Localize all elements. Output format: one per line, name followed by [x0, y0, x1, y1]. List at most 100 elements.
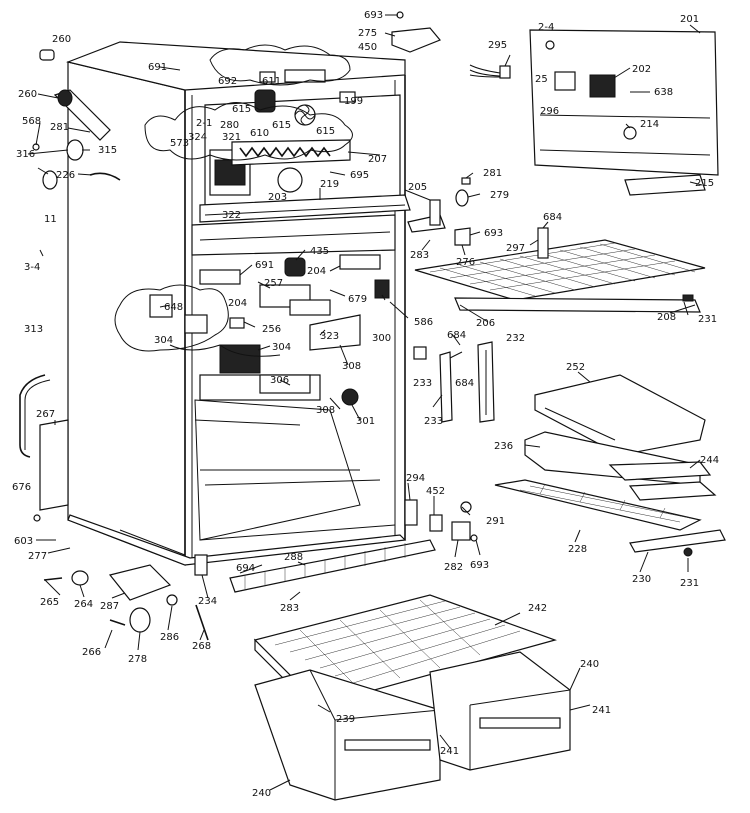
- part-label: 286: [160, 632, 179, 643]
- part-label: 693: [364, 10, 383, 21]
- clip-215: [624, 174, 706, 196]
- part-label: 215: [695, 178, 714, 189]
- part-label: 693: [470, 560, 489, 571]
- part-number-labels: 693 275 450 260 691 692 611 199 260 615 …: [12, 10, 719, 799]
- fan-blade-icon: [294, 104, 316, 126]
- part-label: 297: [506, 243, 525, 254]
- part-label: 603: [14, 536, 33, 547]
- part-label: 301: [356, 416, 375, 427]
- part-label: 296: [540, 106, 559, 117]
- part-label: 208: [657, 312, 676, 323]
- part-label: 206: [476, 318, 495, 329]
- crisper-drawer-right-240: [429, 651, 571, 771]
- hinge-bottom-294: [404, 499, 478, 542]
- shelf-244: [608, 461, 717, 501]
- part-label: 321: [222, 132, 241, 143]
- cold-control-assembly: [114, 254, 390, 406]
- part-label: 228: [568, 544, 587, 555]
- part-label: 638: [654, 87, 673, 98]
- cabinet-shell: [65, 41, 407, 566]
- part-label: 233: [424, 416, 443, 427]
- part-label: 450: [358, 42, 377, 53]
- part-label: 694: [236, 563, 255, 574]
- part-label: 295: [488, 40, 507, 51]
- part-label: 268: [192, 641, 211, 652]
- part-label: 306: [270, 375, 289, 386]
- part-label: 281: [483, 168, 502, 179]
- part-label: 252: [566, 362, 585, 373]
- part-label: 231: [698, 314, 717, 325]
- part-label: 287: [100, 601, 119, 612]
- part-label: 199: [344, 96, 363, 107]
- part-label: 25: [535, 74, 548, 85]
- part-label: 615: [272, 120, 291, 131]
- rack-232: [477, 341, 495, 423]
- part-label: 283: [280, 603, 299, 614]
- part-label: 300: [372, 333, 391, 344]
- part-label: 2-1: [196, 118, 212, 129]
- part-label: 207: [368, 154, 387, 165]
- part-label: 11: [44, 214, 57, 225]
- part-label: 256: [262, 324, 281, 335]
- part-label: 322: [222, 210, 241, 221]
- part-label: 205: [408, 182, 427, 193]
- part-label: 260: [18, 89, 37, 100]
- part-label: 615: [316, 126, 335, 137]
- part-label: 241: [440, 746, 459, 757]
- part-label: 234: [198, 596, 217, 607]
- part-label: 3-4: [24, 262, 40, 273]
- side-panel-267: [33, 419, 69, 522]
- part-label: 242: [528, 603, 547, 614]
- part-label: 280: [220, 120, 239, 131]
- part-label: 568: [22, 116, 41, 127]
- part-label: 288: [284, 552, 303, 563]
- wire-harness-295: [469, 64, 511, 79]
- drain-tube-313: [19, 249, 51, 458]
- part-label: 316: [16, 149, 35, 160]
- hinge-pin-260: [39, 49, 111, 141]
- part-label: 684: [447, 330, 466, 341]
- part-label: 324: [188, 132, 207, 143]
- part-label: 2-4: [538, 22, 554, 33]
- part-label: 294: [406, 473, 425, 484]
- meat-pan-252: [534, 374, 706, 456]
- rack-233: [413, 346, 453, 423]
- part-label: 241: [592, 705, 611, 716]
- part-label: 204: [307, 266, 326, 277]
- part-label: 244: [700, 455, 719, 466]
- part-label: 231: [680, 578, 699, 589]
- part-label: 586: [414, 317, 433, 328]
- part-label: 277: [28, 551, 47, 562]
- leveling-assembly: [43, 554, 209, 641]
- part-label: 239: [336, 714, 355, 725]
- glass-shelf-228: [494, 479, 702, 531]
- part-label: 435: [310, 246, 329, 257]
- part-label: 679: [348, 294, 367, 305]
- part-label: 267: [36, 409, 55, 420]
- part-label: 615: [232, 104, 251, 115]
- part-label: 304: [154, 335, 173, 346]
- part-label: 257: [264, 278, 283, 289]
- part-label: 611: [262, 76, 281, 87]
- part-label: 219: [320, 179, 339, 190]
- part-label: 291: [486, 516, 505, 527]
- shelf-support-297: [537, 227, 549, 259]
- part-label: 266: [82, 647, 101, 658]
- part-label: 684: [543, 212, 562, 223]
- grille-283: [229, 539, 436, 593]
- part-label: 232: [506, 333, 525, 344]
- part-label: 691: [148, 62, 167, 73]
- part-label: 452: [426, 486, 445, 497]
- part-label: 226: [56, 170, 75, 181]
- part-label: 648: [164, 302, 183, 313]
- shelf-rail-203: [199, 194, 411, 223]
- part-label: 265: [40, 597, 59, 608]
- part-label: 203: [268, 192, 287, 203]
- part-label: 260: [52, 34, 71, 45]
- part-label: 236: [494, 441, 513, 452]
- part-label: 281: [50, 122, 69, 133]
- part-label: 323: [320, 331, 339, 342]
- crisper-drawer-left-240: [254, 669, 441, 801]
- part-label: 278: [128, 654, 147, 665]
